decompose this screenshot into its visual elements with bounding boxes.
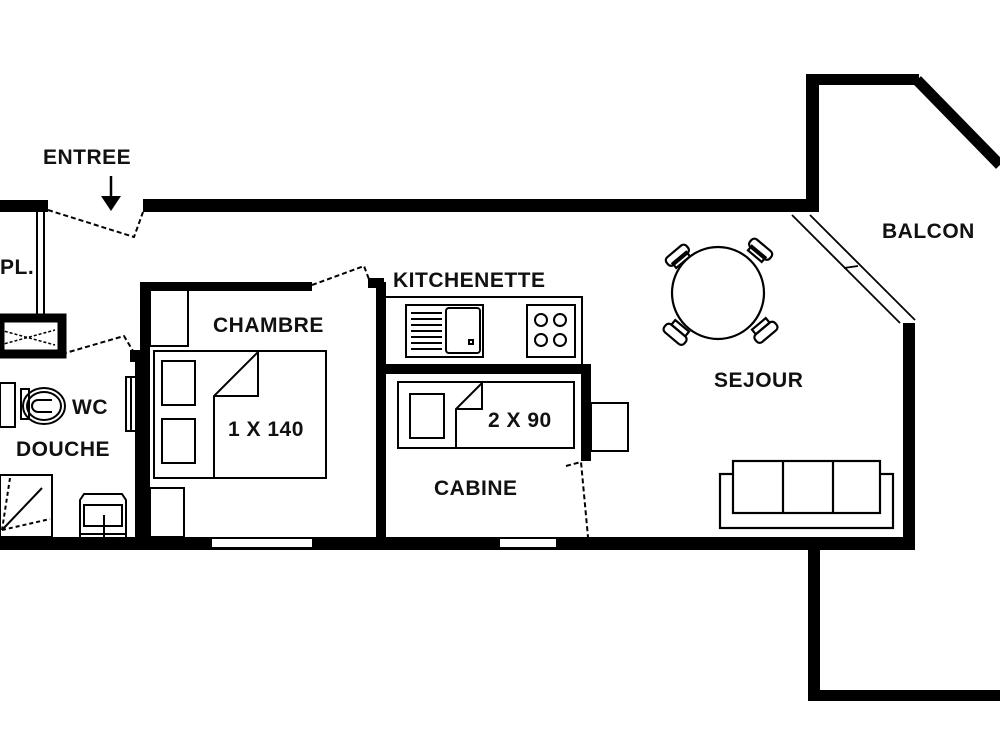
- entry-door: [47, 209, 144, 239]
- thin-lines: [0, 212, 916, 346]
- sink-icon: [79, 493, 127, 537]
- balcony-diagonal-wall: [913, 76, 1000, 169]
- duvet-fold: [455, 380, 483, 448]
- nightstand-icon: [149, 487, 185, 538]
- sejour-furniture: [662, 237, 895, 530]
- chambre-furniture: [149, 289, 327, 538]
- chair-icon: [664, 243, 692, 270]
- label-chambre-bed: 1 X 140: [228, 418, 304, 441]
- cabine-furniture: [397, 380, 629, 452]
- label-cabine-bed: 2 X 90: [488, 409, 552, 432]
- toilet-icon: [20, 387, 66, 425]
- window-cabine: [500, 539, 556, 547]
- bed-90-icon: [397, 381, 575, 449]
- label-sejour: SEJOUR: [714, 369, 804, 392]
- label-entree: ENTREE: [43, 146, 132, 169]
- walls: [0, 74, 1000, 701]
- wc-door: [61, 334, 137, 357]
- pillow-icon: [161, 418, 196, 464]
- chambre-door: [311, 264, 371, 286]
- cooktop-icon: [526, 304, 576, 358]
- chair-icon: [662, 318, 691, 346]
- label-douche: DOUCHE: [16, 438, 111, 461]
- shower-icon: [0, 474, 53, 538]
- washbasin-icon: [0, 382, 16, 428]
- duvet-fold: [213, 349, 259, 478]
- bathroom-fixtures: [0, 376, 139, 538]
- entry-arrow-icon: [101, 176, 121, 211]
- window-chambre: [212, 539, 312, 547]
- sink-icon: [405, 304, 484, 358]
- label-kitchenette: KITCHENETTE: [393, 269, 546, 292]
- round-table-icon: [670, 245, 766, 341]
- label-wc: WC: [72, 396, 108, 419]
- label-placard: PL.: [0, 256, 35, 279]
- sofa-icon: [718, 459, 895, 530]
- kitchenette-furniture: [383, 296, 583, 366]
- chair-icon: [750, 316, 779, 344]
- pillow-icon: [161, 360, 196, 406]
- label-cabine: CABINE: [434, 477, 518, 500]
- pillow-icon: [409, 393, 445, 439]
- chair-icon: [746, 237, 774, 264]
- cabine-door: [565, 460, 589, 538]
- side-table-icon: [590, 402, 629, 452]
- label-chambre: CHAMBRE: [213, 314, 324, 337]
- wardrobe-icon: [149, 289, 189, 347]
- bed-140-icon: [153, 350, 327, 479]
- doors: [47, 209, 589, 538]
- label-balcon: BALCON: [882, 220, 975, 243]
